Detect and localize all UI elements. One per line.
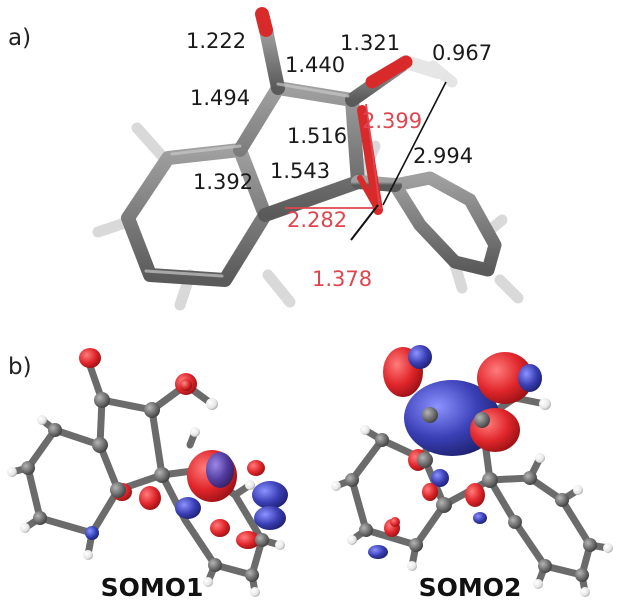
bond-label: 1.494	[190, 86, 250, 110]
bond-label: 0.967	[432, 41, 492, 65]
bond-label: 1.440	[285, 53, 345, 77]
somo1-model	[7, 348, 288, 597]
bond-label: 1.543	[270, 159, 330, 183]
panel-label-a: a)	[8, 25, 31, 51]
somo1-label: SOMO1	[101, 573, 204, 602]
somo2-model	[331, 345, 613, 597]
bond-label: 2.399	[362, 109, 422, 133]
bond-label: 2.994	[413, 144, 473, 168]
bond-length-labels: 1.222 1.440 1.321 0.967 1.494 2.399 1.51…	[186, 29, 492, 291]
bond-label: 2.282	[287, 208, 347, 232]
bond-label: 1.222	[186, 29, 246, 53]
somo2-label: SOMO2	[419, 573, 522, 602]
stick-model	[92, 7, 524, 311]
bond-label: 1.392	[193, 170, 253, 194]
panel-label-b: b)	[8, 354, 32, 380]
bond-label: 1.321	[340, 31, 400, 55]
bond-label: 1.378	[312, 267, 372, 291]
bond-label: 1.516	[287, 124, 347, 148]
